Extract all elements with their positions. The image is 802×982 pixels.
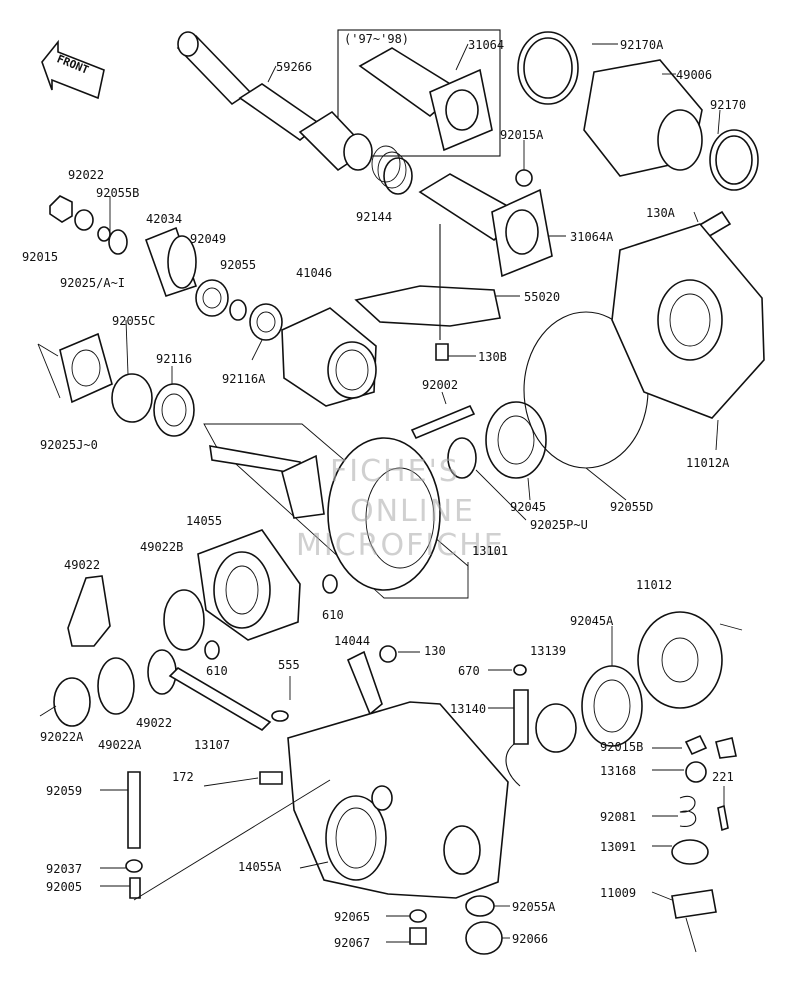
label-130B: 130B [478, 350, 507, 364]
label-49006: 49006 [676, 68, 713, 82]
label-92049: 92049 [190, 232, 227, 246]
label-92025-a-i: 92025/A~I [60, 276, 126, 290]
spring-92144 [371, 145, 413, 195]
cover-11012A [611, 223, 765, 419]
label-92081: 92081 [600, 810, 637, 824]
label-92116A: 92116A [222, 372, 266, 386]
year-bracket-label: ('97~'98) [344, 32, 410, 46]
bracket-14044 [346, 645, 397, 716]
label-49022-bot: 49022 [136, 716, 173, 730]
pin-13107 [168, 666, 272, 732]
label-221: 221 [712, 770, 734, 784]
bearing-92045 [485, 401, 547, 479]
label-92002: 92002 [422, 378, 459, 392]
label-130: 130 [424, 644, 446, 658]
label-92055A: 92055A [512, 900, 556, 914]
label-49022B: 49022B [140, 540, 184, 554]
label-92005: 92005 [46, 880, 83, 894]
label-59266: 59266 [276, 60, 313, 74]
label-49022-top: 49022 [64, 558, 101, 572]
duct-31064A [418, 169, 553, 278]
label-55020: 55020 [524, 290, 561, 304]
label-92045A: 92045A [570, 614, 614, 628]
label-92055: 92055 [220, 258, 257, 272]
label-14044: 14044 [334, 634, 371, 648]
drain-parts [259, 771, 503, 955]
duct-31064 [358, 47, 493, 152]
label-172: 172 [172, 770, 194, 784]
gear-box-13101 [203, 423, 469, 599]
label-11009: 11009 [600, 886, 637, 900]
label-92025-p-u: 92025P~U [530, 518, 588, 532]
side-gears-49022 [53, 575, 205, 727]
label-610-a: 610 [322, 608, 344, 622]
seals-bearings-mid [195, 279, 283, 341]
label-92059: 92059 [46, 784, 83, 798]
label-92066: 92066 [512, 932, 549, 946]
label-92025-j-o: 92025J~0 [40, 438, 98, 452]
label-555: 555 [278, 658, 300, 672]
label-92055C: 92055C [112, 314, 156, 328]
pinion-42034 [144, 226, 198, 298]
pin-555 [271, 710, 289, 722]
label-92170A: 92170A [620, 38, 664, 52]
boot-49006 [517, 31, 759, 191]
label-92116: 92116 [156, 352, 193, 366]
o-ring-92055C [111, 373, 153, 423]
year-bracket-box [337, 29, 501, 157]
watermark-line-1: FICHE'S [330, 454, 460, 489]
label-31064A: 31064A [570, 230, 614, 244]
carrier-14055 [197, 529, 338, 660]
label-92037: 92037 [46, 862, 83, 876]
breather-tube [125, 771, 143, 899]
label-92065: 92065 [334, 910, 371, 924]
label-14055: 14055 [186, 514, 223, 528]
bearing-92116 [153, 383, 195, 437]
label-31064: 31064 [468, 38, 505, 52]
ring-gear-13101 [209, 437, 441, 591]
main-housing-14055A [287, 701, 509, 899]
label-92015: 92015 [22, 250, 59, 264]
label-11012A: 11012A [686, 456, 730, 470]
label-92045: 92045 [510, 500, 547, 514]
label-92015B: 92015B [600, 740, 644, 754]
label-92170: 92170 [710, 98, 747, 112]
label-130A: 130A [646, 206, 675, 220]
label-14055A: 14055A [238, 860, 282, 874]
label-13091: 13091 [600, 840, 637, 854]
label-13139: 13139 [530, 644, 567, 658]
label-92022A: 92022A [40, 730, 84, 744]
label-92022: 92022 [68, 168, 105, 182]
plate-55020 [354, 285, 501, 327]
label-610-b: 610 [206, 664, 228, 678]
housing-41046 [281, 307, 377, 407]
watermark-line-2: ONLINE [350, 494, 476, 529]
label-92015A: 92015A [500, 128, 544, 142]
label-13101: 13101 [472, 544, 509, 558]
leader-lines [37, 43, 743, 953]
label-670: 670 [458, 664, 480, 678]
shim-92025P [447, 437, 477, 479]
label-11012: 11012 [636, 578, 673, 592]
lever-group [671, 734, 737, 919]
bearing-group-right [505, 611, 723, 787]
label-92055B: 92055B [96, 186, 140, 200]
label-13168: 13168 [600, 764, 637, 778]
label-41046: 41046 [296, 266, 333, 280]
label-92067: 92067 [334, 936, 371, 950]
label-92144: 92144 [356, 210, 393, 224]
label-13107: 13107 [194, 738, 231, 752]
label-13140: 13140 [450, 702, 487, 716]
label-92055D: 92055D [610, 500, 654, 514]
drive-shaft [176, 31, 373, 172]
label-49022A: 49022A [98, 738, 142, 752]
front-arrow-icon [41, 39, 105, 100]
small-parts-left [49, 195, 128, 255]
gasket-92025J [59, 332, 113, 404]
watermark-line-3: MICROFICHE [296, 528, 505, 563]
label-42034: 42034 [146, 212, 183, 226]
